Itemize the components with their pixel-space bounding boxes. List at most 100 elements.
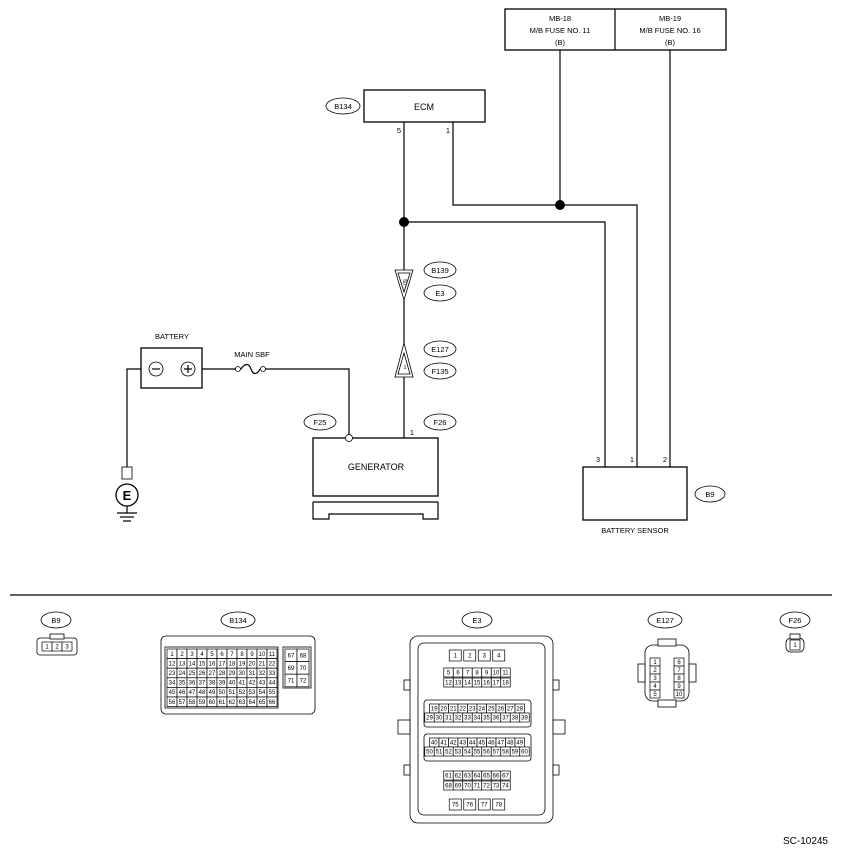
connector-pin-cell xyxy=(61,641,73,652)
connector-pin-label: 64 xyxy=(474,774,481,780)
connector-pin-label: 61 xyxy=(219,700,226,706)
connector-pin-label: 67 xyxy=(502,774,509,780)
e127-tag: E127 xyxy=(656,616,674,625)
connector-pin-label: 65 xyxy=(483,774,490,780)
wires xyxy=(126,50,671,467)
connector-pin-label: 10 xyxy=(676,692,683,698)
connector-pin-label: 70 xyxy=(464,784,471,790)
connector-pin-label: 46 xyxy=(179,690,186,696)
b9-tag: B9 xyxy=(51,616,60,625)
connector-pin-label: 1 xyxy=(45,645,49,651)
fuse-mb18-wire: (B) xyxy=(555,38,566,47)
connector-pin-label: 51 xyxy=(436,750,443,756)
connector-pin-cell xyxy=(296,673,310,688)
connector-pin-label: 2 xyxy=(180,652,184,658)
connector-pin-label: 4 xyxy=(497,654,501,660)
connector-pin-label: 45 xyxy=(169,690,176,696)
connector-pin-label: 20 xyxy=(440,707,447,713)
ecm-connector-label: B134 xyxy=(334,102,352,111)
connector-pin-label: 14 xyxy=(189,661,196,667)
connector-pin-label: 40 xyxy=(229,681,236,687)
connector-pin-label: 45 xyxy=(478,741,485,747)
connector-pin-label: 28 xyxy=(516,707,523,713)
ecm-pin1: 1 xyxy=(446,126,450,135)
fuse-mb18-name: M/B FUSE NO. 11 xyxy=(530,26,591,35)
connector-pin-label: 34 xyxy=(169,681,176,687)
ecm-pin5: 5 xyxy=(397,126,401,135)
connector-pin-label: 21 xyxy=(259,661,266,667)
connector-pin-label: 43 xyxy=(259,681,266,687)
battery-sensor: 3 1 2 BATTERY SENSOR B9 xyxy=(582,455,726,535)
connector-pin-label: 2 xyxy=(653,668,657,674)
fuse-mb19-code: MB-19 xyxy=(659,14,681,23)
connector-pin-label: 2 xyxy=(468,654,472,660)
ground: E xyxy=(115,466,139,522)
connector-pin-label: 3 xyxy=(483,654,487,660)
connector-pin-label: 74 xyxy=(502,784,509,790)
connector-pin-label: 48 xyxy=(199,690,206,696)
connector-pin-label: 60 xyxy=(209,700,216,706)
connector-pin-label: 31 xyxy=(249,671,256,677)
main-sbf-label: MAIN SBF xyxy=(234,350,270,359)
connector-pin-label: 39 xyxy=(521,716,528,722)
connector-pin-label: 43 xyxy=(459,741,466,747)
connector-pin-label: 3 xyxy=(190,652,194,658)
connector-pin-label: 37 xyxy=(199,681,206,687)
connector-pin-cell xyxy=(492,798,506,811)
battery-label: BATTERY xyxy=(155,332,189,341)
connector-pin-label: 1 xyxy=(170,652,174,658)
connector-pin-label: 67 xyxy=(288,653,295,659)
connector-pin-label: 23 xyxy=(469,707,476,713)
connector-pin-cell xyxy=(492,649,506,662)
connector-pin-label: 37 xyxy=(502,716,509,722)
connector-pin-label: 9 xyxy=(250,652,254,658)
connector-pin-cell xyxy=(673,689,685,699)
connector-pin-label: 11 xyxy=(502,671,509,677)
connector-pin-label: 52 xyxy=(445,750,452,756)
connector-pin-label: 33 xyxy=(269,671,276,677)
connector-pin-label: 64 xyxy=(249,700,256,706)
connector-pin-cell xyxy=(500,770,511,781)
connector-pin-label: 75 xyxy=(452,803,459,809)
sensor-pin3: 3 xyxy=(596,455,600,464)
ground-label: E xyxy=(123,488,132,503)
connector-pin-label: 12 xyxy=(445,681,452,687)
connector-pin-label: 52 xyxy=(239,690,246,696)
connector-pin-label: 39 xyxy=(219,681,226,687)
connector-pin-label: 53 xyxy=(249,690,256,696)
connector-pin-cell xyxy=(448,649,462,662)
connector-pin-label: 11 xyxy=(269,652,276,658)
inline-lower-male: E127 xyxy=(431,345,449,354)
inline-lower-pin: 1 xyxy=(404,365,407,371)
connector-pin-label: 56 xyxy=(169,700,176,706)
main-sbf: MAIN SBF xyxy=(234,350,270,375)
connector-pin-label: 68 xyxy=(300,653,307,659)
inline-upper-pin: 50 xyxy=(401,279,407,285)
f26-tag: F26 xyxy=(789,616,802,625)
connector-pin-label: 18 xyxy=(229,661,236,667)
connector-pin-label: 26 xyxy=(497,707,504,713)
fuse-box: MB-18 M/B FUSE NO. 11 (B) MB-19 M/B FUSE… xyxy=(504,8,727,51)
connector-pin-label: 5 xyxy=(210,652,214,658)
connector-pin-label: 13 xyxy=(179,661,186,667)
connector-pin-label: 58 xyxy=(189,700,196,706)
connector-pin-label: 50 xyxy=(426,750,433,756)
sensor-label: BATTERY SENSOR xyxy=(601,526,669,535)
connector-pin-label: 24 xyxy=(478,707,485,713)
connector-pin-label: 49 xyxy=(516,741,523,747)
ecm-connector-tag xyxy=(325,97,361,115)
generator-pin: 1 xyxy=(410,428,414,437)
connector-pin-label: 29 xyxy=(229,671,236,677)
connector-pin-label: 57 xyxy=(493,750,500,756)
connector-pin-label: 58 xyxy=(502,750,509,756)
connector-pin-label: 5 xyxy=(653,692,657,698)
inline-upper-female: E3 xyxy=(435,289,444,298)
connector-pin-label: 66 xyxy=(493,774,500,780)
connector-pin-label: 4 xyxy=(200,652,204,658)
fuse-mb19-name: M/B FUSE NO. 16 xyxy=(639,26,700,35)
connector-pin-label: 72 xyxy=(483,784,490,790)
connector-pin-label: 56 xyxy=(483,750,490,756)
connector-pin-label: 77 xyxy=(481,803,488,809)
connector-pin-label: 40 xyxy=(431,741,438,747)
